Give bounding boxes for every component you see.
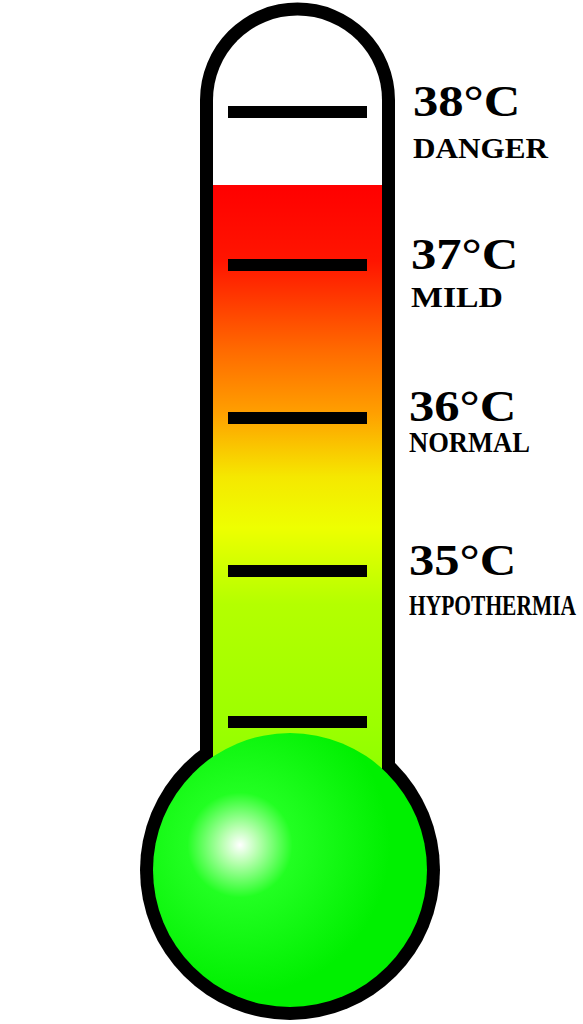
temperature-label: 37°C	[411, 233, 518, 277]
tick-mark	[228, 716, 367, 728]
zone-label: DANGER	[413, 133, 548, 163]
tick-mark	[228, 565, 367, 577]
bulb-outline	[140, 720, 440, 1020]
liquid-column	[213, 185, 382, 825]
temperature-label: 38°C	[413, 80, 520, 124]
bulb	[153, 733, 427, 1007]
tick-mark	[228, 106, 367, 118]
temperature-label: 35°C	[409, 539, 516, 583]
zone-label: MILD	[411, 282, 503, 312]
zone-label: HYPOTHERMIA	[409, 590, 576, 620]
temperature-label: 36°C	[409, 385, 516, 429]
tick-mark	[228, 259, 367, 271]
tick-mark	[228, 412, 367, 424]
zone-label: NORMAL	[409, 427, 530, 457]
